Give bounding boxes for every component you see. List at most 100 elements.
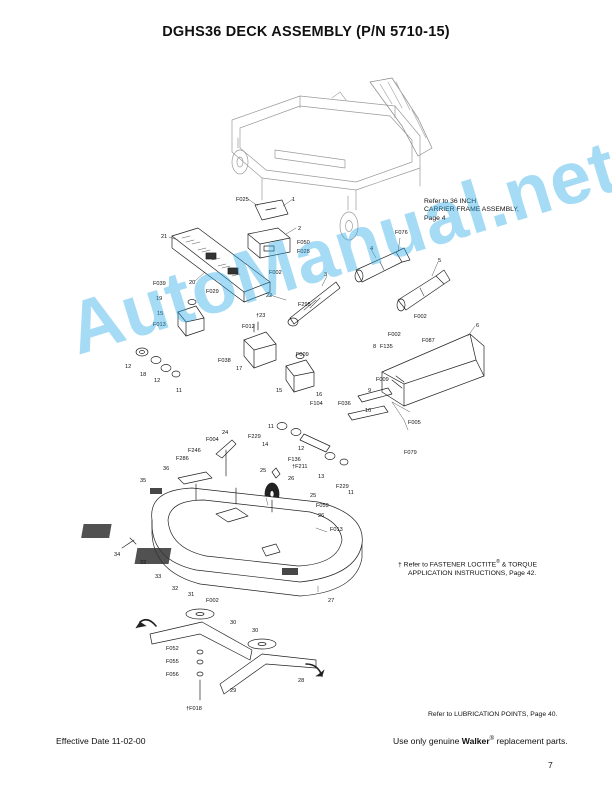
callout: 32 — [140, 560, 146, 566]
callout: F076 — [395, 230, 408, 236]
callout: F229 — [336, 484, 349, 490]
callout: 20 — [189, 280, 195, 286]
callout: 11 — [348, 490, 354, 496]
callout: 9 — [368, 388, 371, 394]
leader-lines — [168, 198, 476, 593]
callout: 29 — [230, 688, 236, 694]
callout: 15 — [276, 388, 282, 394]
bearings-washers — [135, 347, 349, 466]
callout: 6 — [476, 323, 479, 329]
callout: 32 — [172, 586, 178, 592]
callout: 13 — [318, 474, 324, 480]
fastener-note-text-2: & TORQUE — [499, 561, 538, 569]
gearbox-center — [285, 353, 315, 393]
callout: 12 — [154, 378, 160, 384]
lubrication-note: Refer to LUBRICATION POINTS, Page 40. — [428, 711, 558, 718]
discharge-chute — [381, 333, 485, 407]
note-line: Page 4 — [424, 214, 446, 222]
callout: 4 — [370, 246, 373, 252]
callout: F013 — [153, 322, 166, 328]
callout: 26 — [288, 476, 294, 482]
callout: 12 — [125, 364, 131, 370]
callout: F002 — [388, 332, 401, 338]
carrier-frame-drawing — [231, 77, 433, 241]
brand-name: Walker — [461, 736, 490, 746]
fastener-note-text: † Refer to FASTENER LOCTITE — [398, 561, 497, 569]
effective-date: Effective Date 11-02-00 — [56, 736, 146, 746]
callout: 11 — [176, 388, 182, 394]
small-plates — [347, 387, 393, 421]
cover-plates — [247, 199, 291, 259]
callout: 22 — [266, 293, 272, 299]
callout: 21 — [161, 234, 167, 240]
callout: 33 — [155, 574, 161, 580]
callout: F059 — [316, 503, 329, 509]
callout: F002 — [414, 314, 427, 320]
callout: 25 — [310, 493, 316, 499]
callout: F009 — [296, 352, 309, 358]
cutter-blades — [135, 608, 325, 701]
callout: 35 — [140, 478, 146, 484]
genuine-text-2: replacement parts. — [494, 736, 568, 746]
callout: F025 — [236, 197, 249, 203]
callout: 31 — [188, 592, 194, 598]
callout: 34 — [114, 552, 120, 558]
callout: F295 — [298, 302, 311, 308]
callout: †F211 — [292, 464, 307, 470]
callout: F055 — [166, 659, 179, 665]
callout: F038 — [218, 358, 231, 364]
callout: 2 — [298, 226, 301, 232]
brand-registered-mark: ® — [489, 736, 495, 743]
fastener-note: † Refer to FASTENER LOCTITE® & TORQUE AP… — [398, 558, 537, 578]
callout: F052 — [166, 646, 179, 652]
callout: F136 — [288, 457, 301, 463]
callout: F012 — [242, 324, 255, 330]
note-line: Refer to 36 INCH — [424, 198, 477, 205]
callout: 28 — [298, 678, 304, 684]
deck-housing — [81, 483, 363, 597]
callout: 25 — [260, 468, 266, 474]
callout: F135 — [380, 344, 393, 350]
callout: 12 — [298, 446, 304, 452]
callout: 3 — [324, 272, 327, 278]
callout: F087 — [422, 338, 435, 344]
callout: 1 — [292, 197, 295, 203]
gearbox-left — [177, 299, 205, 337]
bracket-and-plate — [177, 439, 281, 485]
callout: F056 — [166, 672, 179, 678]
genuine-text: Use only genuine — [393, 736, 462, 746]
callout: 17 — [236, 366, 242, 372]
genuine-parts-notice: Use only genuine Walker® replacement par… — [393, 736, 568, 746]
callout: 36 — [163, 466, 169, 472]
callout: 16 — [316, 392, 322, 398]
callout: †23 — [256, 313, 265, 319]
callout: 26 — [318, 513, 324, 519]
belt-shield — [171, 227, 271, 303]
callout: 27 — [328, 598, 334, 604]
callout: F036 — [338, 401, 351, 407]
u-joint-shafts — [354, 247, 451, 312]
note-line: CARRIER FRAME ASSEMBLY, — [424, 206, 519, 214]
callout: F028 — [297, 249, 310, 255]
callout: 30 — [230, 620, 236, 626]
drive-shaft — [287, 281, 341, 327]
callout: 19 — [156, 296, 162, 302]
callout: 8 — [373, 344, 376, 350]
hitch-pin — [121, 537, 137, 549]
callout: 5 — [438, 258, 441, 264]
callout: F104 — [310, 401, 323, 407]
spindle-housing — [243, 321, 277, 369]
page-title: DGHS36 DECK ASSEMBLY (P/N 5710-15) — [162, 24, 450, 40]
callout: F039 — [153, 281, 166, 287]
callout: F246 — [188, 448, 201, 454]
callout: F002 — [206, 598, 219, 604]
page-number: 7 — [548, 760, 553, 770]
callout: F013 — [330, 527, 343, 533]
callout: F009 — [376, 377, 389, 383]
callout: 10 — [365, 408, 371, 414]
callout: 11 — [268, 424, 274, 430]
callout: F004 — [206, 437, 219, 443]
registered-mark: ® — [496, 559, 500, 565]
callout-labels: 1 2 3 4 5 6 8 9 10 11 11 11 12 12 12 13 … — [114, 197, 479, 712]
